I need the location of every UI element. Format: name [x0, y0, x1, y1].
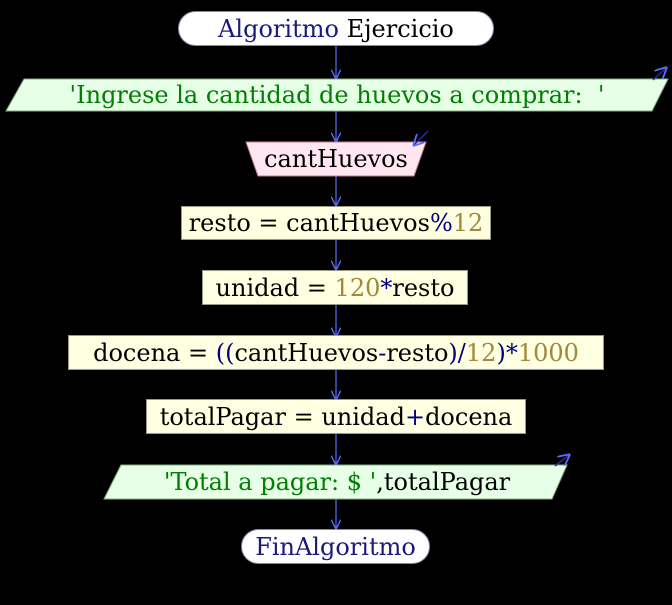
- process-unidad: unidad = 120*resto: [202, 270, 468, 305]
- paren-close: ): [448, 338, 458, 367]
- assign-eq: =: [299, 273, 335, 302]
- output-variable: totalPagar: [383, 468, 511, 496]
- start-keyword: Algoritmo: [218, 14, 339, 43]
- assign-num: 1000: [517, 338, 579, 367]
- output-shape: [103, 464, 568, 500]
- assign-op: /: [457, 338, 466, 367]
- paren-open: ((: [215, 338, 235, 367]
- assign-var: resto: [392, 273, 455, 302]
- input-shape: [245, 141, 427, 177]
- output-arrow-icon: [554, 455, 569, 467]
- output-string: 'Total a pagar: $ ': [163, 468, 377, 496]
- paren-close: ): [496, 338, 506, 367]
- assign-eq: =: [285, 402, 322, 431]
- assign-op: %: [429, 209, 453, 237]
- assign-num: 12: [452, 209, 484, 237]
- assign-op: *: [505, 338, 518, 367]
- assign-lhs: docena: [93, 338, 181, 367]
- output-shape: [5, 78, 669, 112]
- assign-var: unidad: [321, 402, 405, 431]
- assign-num: 120: [334, 273, 381, 302]
- assign-lhs: unidad: [215, 273, 300, 302]
- input-arrow-icon: [414, 130, 429, 145]
- assign-op: *: [380, 273, 393, 302]
- assign-eq: =: [250, 209, 287, 237]
- assign-num: 12: [465, 338, 497, 367]
- input-cantHuevos: cantHuevos: [246, 142, 426, 176]
- assign-var: cantHuevos: [286, 209, 430, 237]
- algorithm-name: Ejercicio: [346, 14, 454, 43]
- end-terminal: FinAlgoritmo: [241, 529, 430, 564]
- assign-lhs: resto: [188, 209, 251, 237]
- start-terminal: Algoritmo Ejercicio: [178, 11, 494, 46]
- assign-var: resto: [386, 338, 449, 367]
- end-keyword: FinAlgoritmo: [255, 532, 416, 561]
- output-string: 'Ingrese la cantidad de huevos a comprar…: [69, 81, 605, 109]
- assign-eq: =: [180, 338, 216, 367]
- process-totalPagar: totalPagar = unidad+docena: [146, 399, 526, 434]
- output-total: 'Total a pagar: $ ',totalPagar: [114, 465, 560, 499]
- assign-op: -: [378, 338, 387, 367]
- process-docena: docena = ((cantHuevos-resto)/12)*1000: [68, 335, 604, 370]
- assign-var: docena: [425, 402, 513, 431]
- process-resto: resto = cantHuevos%12: [181, 206, 491, 240]
- assign-var: cantHuevos: [234, 338, 379, 367]
- assign-op: +: [404, 402, 426, 431]
- output-sep: ,: [376, 468, 384, 496]
- assign-lhs: totalPagar: [159, 402, 286, 431]
- output-arrow-icon: [652, 68, 666, 81]
- output-ingrese: 'Ingrese la cantidad de huevos a comprar…: [14, 79, 660, 111]
- input-variable: cantHuevos: [264, 145, 408, 173]
